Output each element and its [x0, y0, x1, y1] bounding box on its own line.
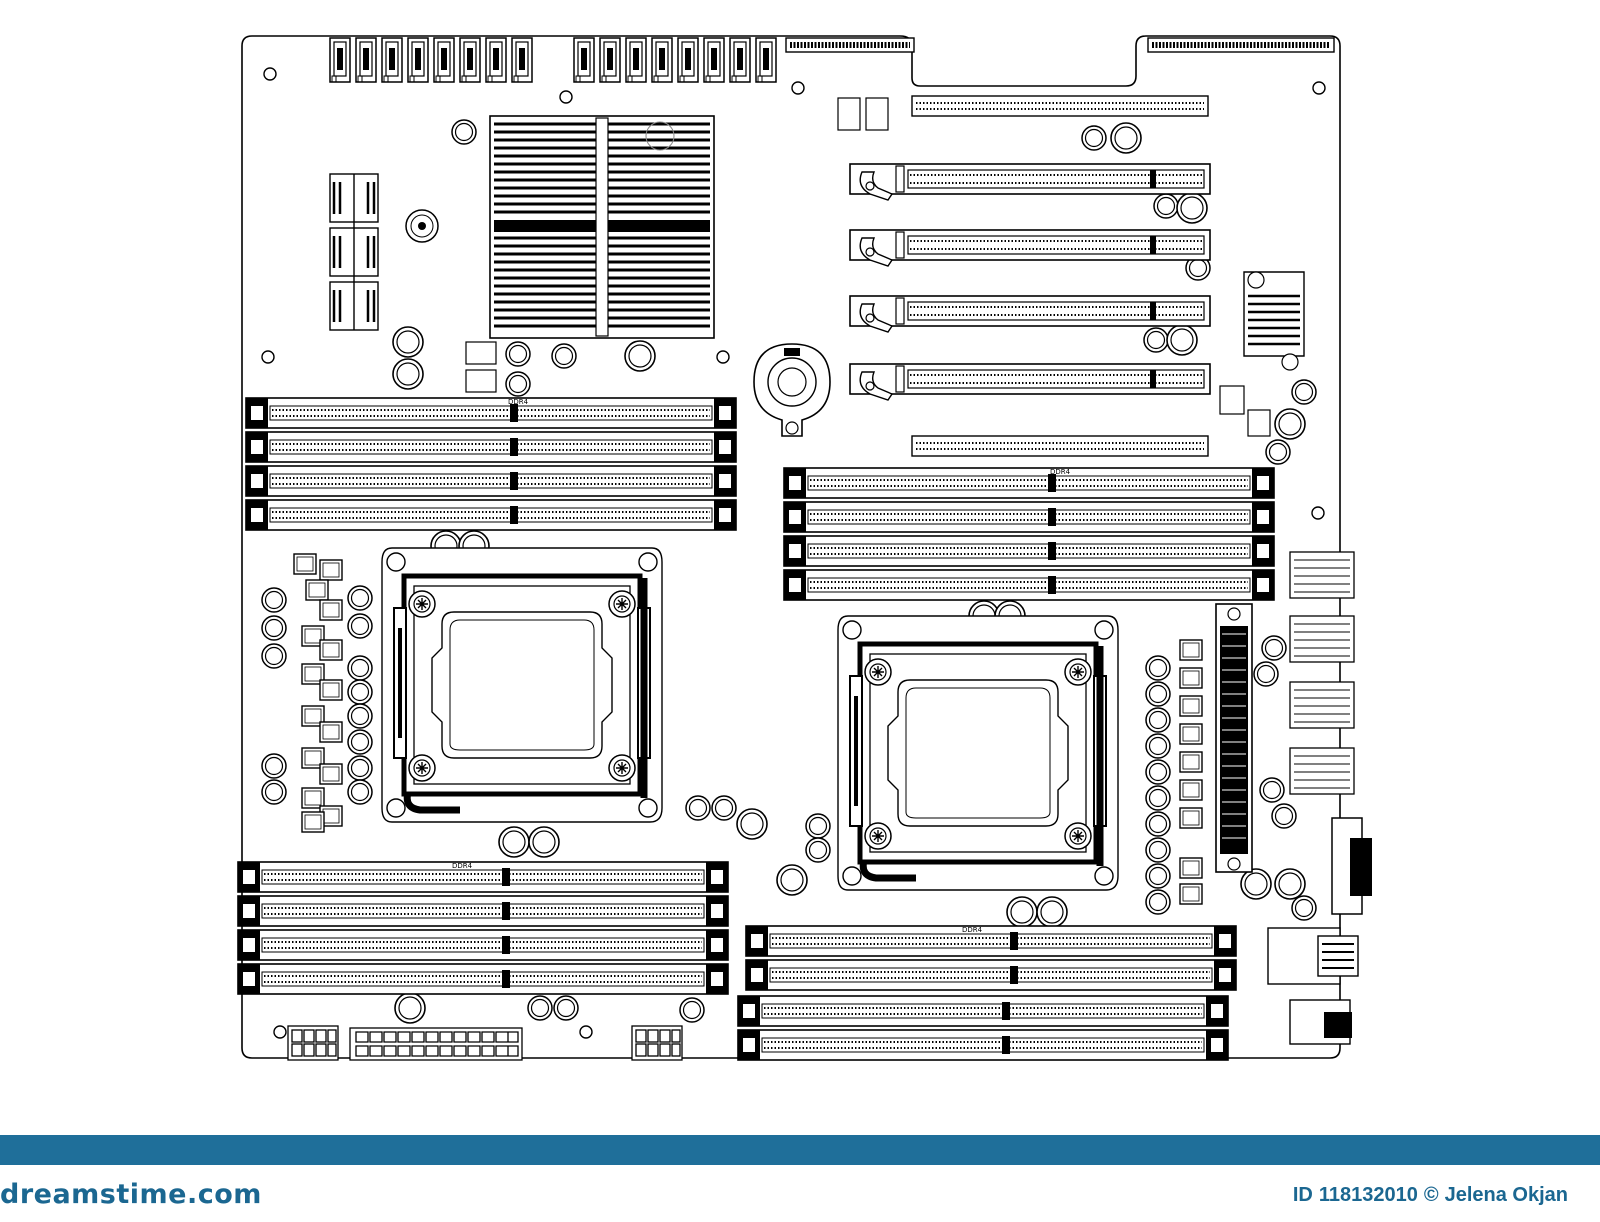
- capacitors: [261, 97, 1317, 1024]
- chipset-heatsink: [489, 115, 715, 339]
- id-label: ID: [1292, 1184, 1313, 1206]
- vrm-heatsink-right: [1215, 603, 1253, 873]
- author-name: Jelena Okjan: [1444, 1184, 1568, 1206]
- dimm-labels: DDR4 DDR4 DDR4 DDR4: [452, 398, 1071, 934]
- top-edge-connectors: [785, 37, 1335, 53]
- dimm-label: DDR4: [452, 862, 473, 870]
- pcie-slots: [849, 95, 1211, 457]
- id-value: 118132010: [1318, 1184, 1418, 1206]
- dimm-label: DDR4: [1050, 468, 1071, 476]
- dimm-label: DDR4: [962, 926, 983, 934]
- dimm-label: DDR4: [508, 398, 529, 406]
- motherboard-diagram: DDR4 DDR4 DDR4 DDR4: [237, 35, 1372, 1061]
- cpu-socket-2: [838, 616, 1118, 890]
- small-heatsink: [1243, 271, 1305, 371]
- power-connectors: [287, 1025, 683, 1061]
- cmos-battery: [753, 343, 831, 437]
- stock-logo-text[interactable]: dreamstime.com: [0, 1179, 262, 1210]
- footer-bar: [0, 1135, 1600, 1165]
- vrm-chokes-top-left: [329, 173, 439, 331]
- rear-io-ports: [1267, 551, 1372, 1045]
- copyright-symbol: ©: [1423, 1184, 1439, 1206]
- cpu-socket-1: [382, 548, 662, 822]
